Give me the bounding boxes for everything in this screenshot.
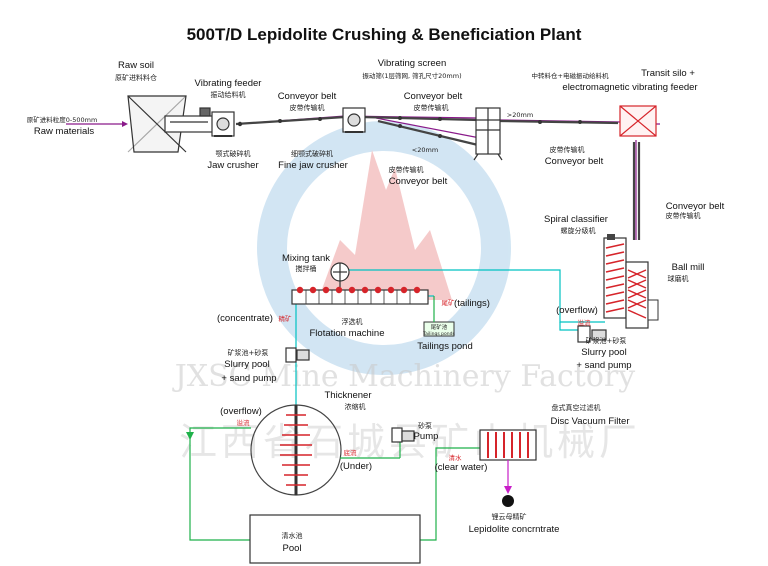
- label-clear-water-cn: 清水: [449, 453, 463, 462]
- label-vibrating-screen-cn: 振动筛(1层筛网, 筛孔尺寸20mm): [362, 71, 461, 80]
- label-transit-en-2: electromagnetic vibrating feeder: [562, 82, 697, 93]
- flotation-machine: [291, 286, 429, 305]
- label-transit-cn: 中转料仓+电磁振动给料机: [532, 71, 609, 80]
- label-spiral-classifier-cn: 螺旋分级机: [561, 226, 596, 235]
- label-mixing-tank-cn: 搅拌桶: [296, 264, 317, 273]
- arrow-raw-in: [122, 121, 128, 127]
- label-conveyor-1-en: Conveyor belt: [278, 91, 337, 102]
- label-vibrating-feeder-cn: 振动给料机: [211, 90, 246, 99]
- label-raw-materials-cn: 原矿进料粒度0-500mm: [27, 115, 98, 124]
- label-thickener-en: Thicknener: [325, 390, 372, 401]
- label-size-lt20: <20mm: [412, 146, 438, 154]
- slurry-pool-left: [285, 347, 310, 363]
- label-product-cn: 锂云母精矿: [492, 512, 527, 521]
- label-conveyor-3-cn: 皮带传输机: [389, 165, 424, 174]
- watermark-logo: [257, 121, 511, 375]
- pump: [391, 427, 415, 443]
- label-slurry-left-en-1: Slurry pool: [224, 359, 269, 370]
- label-slurry-right-cn: 矿浆池+砂泵: [586, 336, 627, 345]
- label-vibrating-feeder-en: Vibrating feeder: [195, 78, 262, 89]
- label-overflow-left-en: (overflow): [220, 406, 262, 417]
- label-tailings-pond-cn: 尾矿池: [431, 323, 448, 331]
- label-slurry-left-cn: 矿浆池+砂泵: [228, 348, 269, 357]
- watermark-line-1: JXSC Mine Machinery Factory: [172, 359, 635, 394]
- mixing-tank: [330, 262, 350, 290]
- label-size-gt20: >20mm: [507, 111, 533, 119]
- label-raw-soil-en: Raw soil: [118, 60, 154, 71]
- clear-water-pool: [249, 514, 421, 564]
- label-flotation-en: Flotation machine: [310, 328, 385, 339]
- label-clear-water-en: (clear water): [435, 462, 488, 473]
- label-disc-filter-cn: 盘式真空过滤机: [552, 403, 601, 412]
- label-tailings-pond-box: Tailings ponds: [422, 331, 455, 337]
- label-tailings-pond-en: Tailings pond: [417, 341, 472, 352]
- conveyor-rollers: [237, 116, 582, 138]
- conveyor-belts: [235, 115, 641, 240]
- label-product-en: Lepidolite concrntrate: [469, 524, 560, 535]
- label-conveyor-2-en: Conveyor belt: [404, 91, 463, 102]
- thickener: [250, 404, 342, 496]
- label-conveyor-1-cn: 皮带传输机: [290, 103, 325, 112]
- label-overflow-left-cn: 溢流: [237, 418, 251, 427]
- label-flotation-cn: 浮选机: [342, 317, 363, 326]
- label-pump-cn: 砂泵: [418, 421, 432, 430]
- label-pool-en: Pool: [282, 543, 301, 554]
- label-slurry-right-en-1: Slurry pool: [581, 347, 626, 358]
- label-transit-en-1: Transit silo +: [641, 68, 695, 79]
- ball-mill: [625, 261, 659, 329]
- label-vibrating-screen-en: Vibrating screen: [378, 58, 446, 69]
- fine-jaw-crusher: [342, 107, 366, 133]
- label-jaw-crusher-en: Jaw crusher: [207, 160, 258, 171]
- label-pump-en: Pump: [414, 431, 439, 442]
- slurry-pool-right: [577, 325, 607, 343]
- label-under-cn: 底流: [344, 448, 358, 457]
- label-disc-filter-en: Disc Vacuum Filter: [550, 416, 629, 427]
- label-conveyor-5-cn: 皮带传输机: [666, 211, 701, 220]
- label-conveyor-4-cn: 皮带传输机: [550, 145, 585, 154]
- label-spiral-classifier-en: Spiral classifier: [544, 214, 608, 225]
- jaw-crusher: [211, 111, 235, 137]
- arrow-overflow: [186, 432, 194, 440]
- label-ball-mill-cn: 球磨机: [668, 274, 689, 283]
- label-fine-jaw-crusher-en: Fine jaw crusher: [278, 160, 348, 171]
- label-tailings-en: (tailings): [454, 298, 490, 309]
- label-raw-soil-cn: 原矿进料料仓: [115, 73, 157, 82]
- label-overflow-right-en: (overflow): [556, 305, 598, 316]
- label-conveyor-3-en: Conveyor belt: [389, 176, 448, 187]
- vibrating-screen: [473, 107, 503, 161]
- label-fine-jaw-crusher-cn: 细颚式破碎机: [291, 149, 333, 158]
- disc-vacuum-filter: [479, 429, 537, 494]
- label-raw-materials-en: Raw materials: [34, 126, 94, 137]
- label-overflow-right-cn: 溢流: [578, 318, 592, 327]
- spiral-classifier: [603, 234, 627, 319]
- label-thickener-cn: 浓缩机: [345, 402, 366, 411]
- label-under-en: (Under): [340, 461, 372, 472]
- lepidolite-concentrate-product: [502, 495, 514, 507]
- diagram-title: 500T/D Lepidolite Crushing & Beneficiati…: [187, 25, 582, 44]
- transit-silo: [619, 105, 657, 137]
- raw-soil-hopper: [127, 95, 187, 153]
- label-ball-mill-en: Ball mill: [672, 262, 705, 273]
- clear-water-lines: [189, 427, 480, 541]
- label-conveyor-5-en: Conveyor belt: [666, 201, 725, 212]
- label-conveyor-4-en: Conveyor belt: [545, 156, 604, 167]
- label-conveyor-2-cn: 皮带传输机: [414, 103, 449, 112]
- watermark-line-2: 江西省石城县矿山机械厂: [179, 420, 641, 464]
- label-jaw-crusher-cn: 颚式破碎机: [216, 149, 251, 158]
- label-pool-cn: 清水池: [282, 531, 303, 540]
- slurry-flow-lines: [295, 269, 605, 406]
- tailings-pond: [423, 296, 455, 337]
- label-slurry-right-en-2: + sand pump: [576, 360, 631, 371]
- vibrating-feeder: [164, 107, 214, 133]
- label-mixing-tank-en: Mixing tank: [282, 253, 330, 264]
- label-tailings-cn: 尾矿: [442, 298, 456, 307]
- label-concentrate-cn: 精矿: [279, 314, 293, 323]
- label-slurry-left-en-2: + sand pump: [221, 373, 276, 384]
- label-concentrate-en: (concentrate): [217, 313, 273, 324]
